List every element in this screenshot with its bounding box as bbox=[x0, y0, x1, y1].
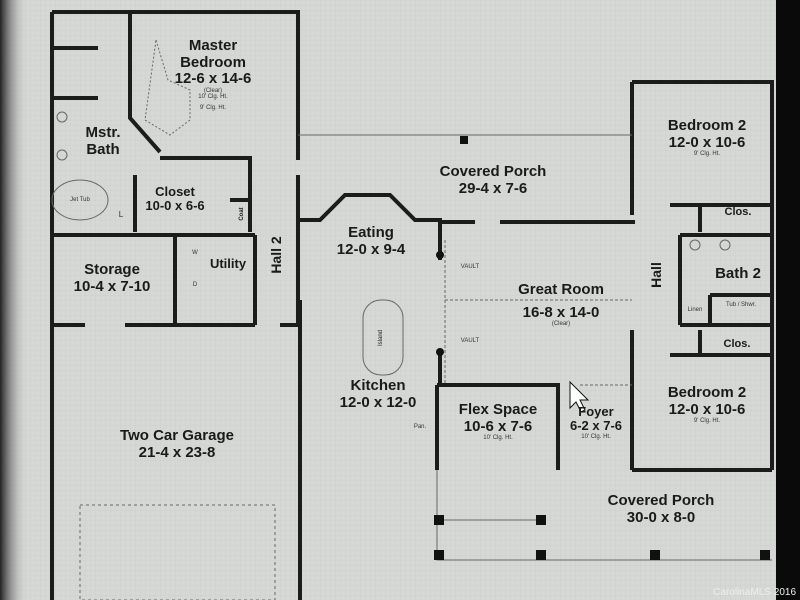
room-name: Covered Porch bbox=[439, 163, 547, 180]
room-name: Mstr. bbox=[85, 124, 121, 141]
room-name: Eating bbox=[348, 224, 394, 241]
dryer-label: D bbox=[192, 282, 198, 288]
room-note: (Clear) bbox=[203, 87, 223, 94]
island-label: Island bbox=[378, 329, 384, 347]
room-name: Storage bbox=[84, 261, 140, 278]
room-dims: 12-0 x 10-6 bbox=[668, 400, 746, 418]
room-dims: 10-6 x 7-6 bbox=[463, 417, 533, 435]
coat-closet-label: Coat bbox=[239, 207, 245, 221]
watermark: CarolinaMLS 2016 bbox=[713, 587, 796, 598]
toilet-label: L bbox=[118, 210, 124, 219]
porch-posts bbox=[434, 136, 770, 560]
ceiling-height: 9' Clg. Ht. bbox=[693, 418, 721, 424]
room-dims: 16-8 x 14-0 bbox=[522, 303, 600, 321]
walls bbox=[50, 10, 774, 600]
room-dims: 12-0 x 12-0 bbox=[339, 393, 417, 411]
room-note: (Clear) bbox=[551, 321, 571, 327]
label-storage: Storage 10-4 x 7-10 bbox=[73, 261, 151, 295]
jet-tub-label: Jet Tub bbox=[70, 197, 90, 203]
room-name: Bedroom 2 bbox=[667, 384, 747, 401]
room-dims: 21-4 x 23-8 bbox=[138, 443, 216, 461]
label-utility: Utility bbox=[209, 256, 247, 271]
tub-shower-label: Tub / Shwr. bbox=[725, 302, 757, 308]
washer-label: W bbox=[192, 250, 198, 256]
label-hall-2: Hall 2 bbox=[268, 236, 284, 274]
room-name: Great Room bbox=[518, 281, 604, 298]
room-dims: 10-4 x 7-10 bbox=[73, 277, 151, 295]
room-dims: 6-2 x 7-6 bbox=[569, 418, 623, 434]
label-foyer: Foyer 6-2 x 7-6 10' Clg. Ht. bbox=[569, 404, 623, 440]
screen-edge-left bbox=[0, 0, 28, 600]
vault-label: VAULT bbox=[460, 338, 480, 344]
label-covered-porch-rear: Covered Porch 29-4 x 7-6 bbox=[439, 163, 547, 197]
ceiling-height: 10' Clg. Ht. bbox=[483, 435, 513, 441]
ceiling-height: 9' Clg. Ht. bbox=[693, 151, 721, 157]
room-dims: 12-0 x 10-6 bbox=[668, 133, 746, 151]
label-kitchen: Kitchen 12-0 x 12-0 bbox=[339, 377, 417, 411]
label-garage: Two Car Garage 21-4 x 23-8 bbox=[120, 427, 234, 461]
label-closet-bottom: Clos. bbox=[723, 338, 751, 350]
label-hall: Hall bbox=[648, 262, 664, 288]
label-great-room: Great Room 16-8 x 14-0 (Clear) bbox=[518, 281, 604, 328]
room-dims: 30-0 x 8-0 bbox=[626, 508, 696, 526]
label-bath-2: Bath 2 bbox=[715, 265, 761, 282]
room-name: Bedroom bbox=[180, 53, 246, 71]
room-name: Foyer bbox=[578, 404, 614, 419]
label-covered-porch-front: Covered Porch 30-0 x 8-0 bbox=[607, 492, 715, 526]
room-name: Kitchen bbox=[350, 377, 406, 394]
label-master-bedroom: Master Bedroom 12-6 x 14-6 (Clear) 10' C… bbox=[174, 37, 252, 111]
ceiling-height: 10' Clg. Ht. bbox=[581, 433, 611, 440]
label-closet-top: Clos. bbox=[724, 206, 752, 218]
label-closet: Closet 10-0 x 6-6 bbox=[145, 184, 205, 214]
label-eating: Eating 12-0 x 9-4 bbox=[336, 224, 406, 258]
room-name: Two Car Garage bbox=[120, 427, 234, 444]
room-dims: 29-4 x 7-6 bbox=[458, 179, 528, 197]
pantry-label: Pan. bbox=[413, 424, 427, 430]
room-name: Bath bbox=[86, 140, 120, 158]
linen-label: Linen bbox=[687, 307, 703, 313]
room-name: Bedroom 2 bbox=[667, 117, 747, 134]
screen-edge-right bbox=[776, 0, 800, 600]
room-dims: 12-6 x 14-6 bbox=[174, 70, 252, 87]
mouse-cursor-icon bbox=[569, 380, 590, 413]
label-bedroom-2-top: Bedroom 2 12-0 x 10-6 9' Clg. Ht. bbox=[667, 117, 747, 158]
room-name: Closet bbox=[155, 184, 195, 199]
room-name: Flex Space bbox=[458, 401, 538, 418]
room-dims: 10-0 x 6-6 bbox=[145, 198, 205, 214]
label-bedroom-2-bottom: Bedroom 2 12-0 x 10-6 9' Clg. Ht. bbox=[667, 384, 747, 425]
label-flex-space: Flex Space 10-6 x 7-6 10' Clg. Ht. bbox=[458, 401, 538, 442]
ceiling-height: 9' Clg. Ht. bbox=[199, 104, 227, 111]
vault-label: VAULT bbox=[460, 264, 480, 270]
label-master-bath: Mstr. Bath bbox=[85, 124, 121, 158]
room-name: Covered Porch bbox=[607, 492, 715, 509]
ceiling-height: 10' Clg. Ht. bbox=[198, 94, 228, 101]
room-name: Master bbox=[188, 37, 238, 54]
room-dims: 12-0 x 9-4 bbox=[336, 240, 406, 258]
